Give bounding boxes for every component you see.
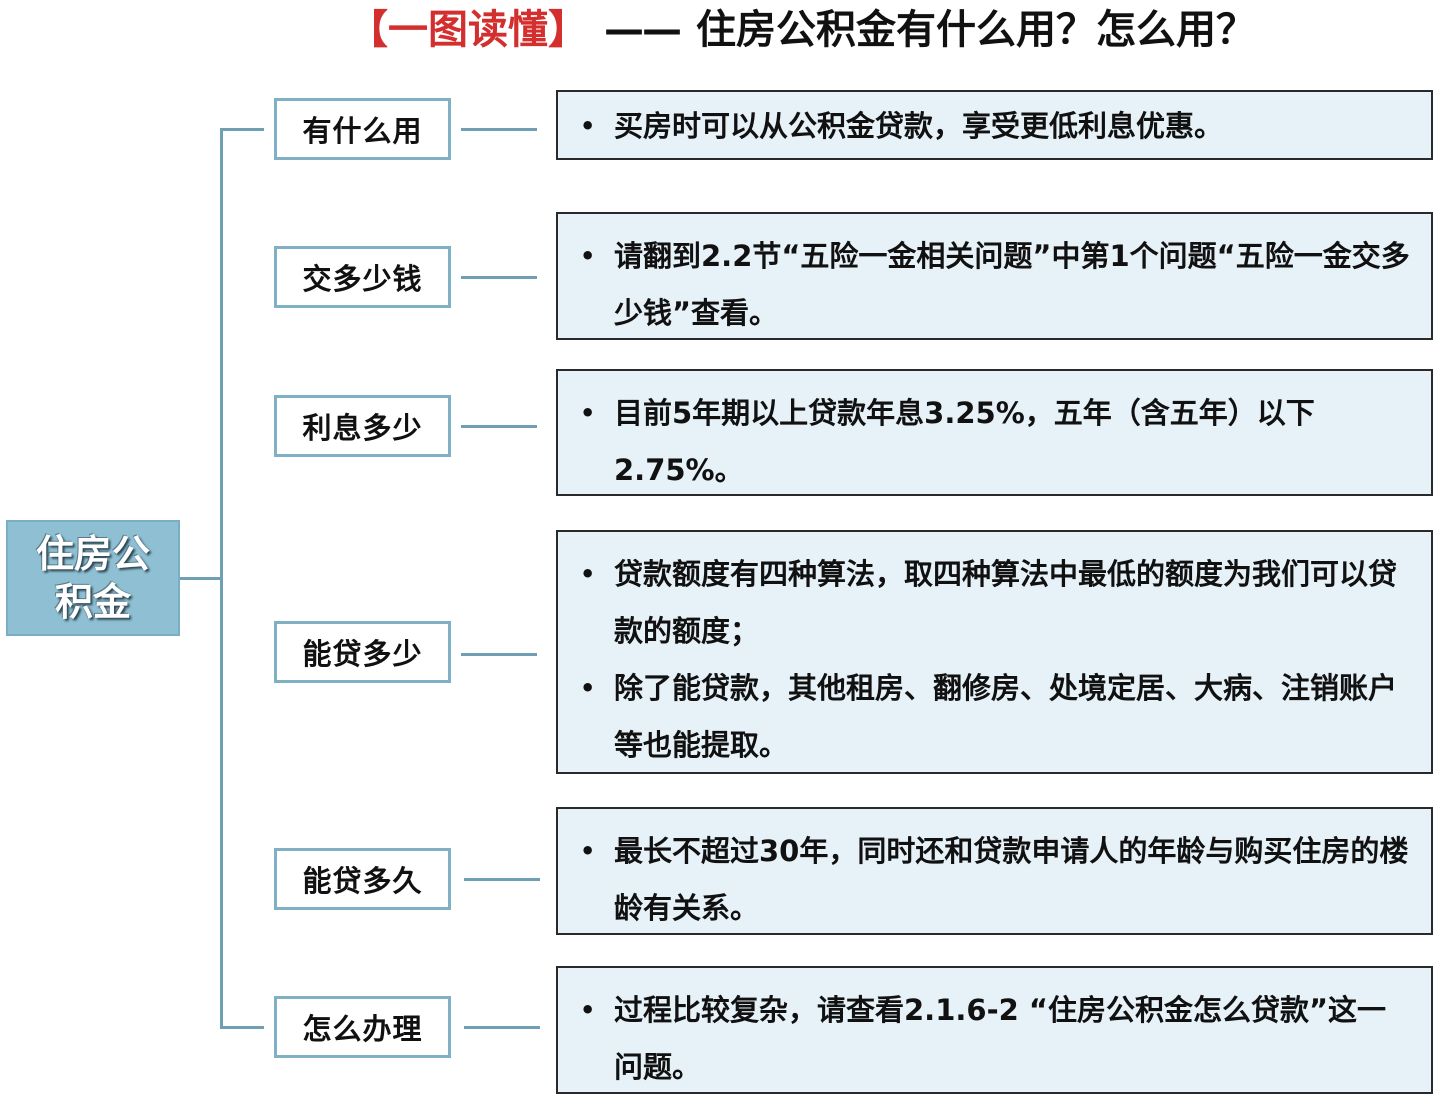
connector-trunk-branch-1 [220, 128, 264, 131]
leaf-box-loan-amount: •贷款额度有四种算法，取四种算法中最低的额度为我们可以贷款的额度； •除了能贷款… [556, 530, 1433, 774]
branch-label: 怎么办理 [302, 1012, 423, 1046]
leaf-box-procedure: •过程比较复杂，请查看2.1.6-2 “住房公积金怎么贷款”这一问题。 [556, 966, 1433, 1094]
leaf-box-usage: •买房时可以从公积金贷款，享受更低利息优惠。 [556, 90, 1433, 160]
branch-node-procedure: 怎么办理 [274, 996, 451, 1058]
connector-branch-leaf-3 [461, 425, 537, 428]
bullet-icon: • [580, 399, 596, 427]
leaf-box-loan-term: •最长不超过30年，同时还和贷款申请人的年龄与购买住房的楼龄有关系。 [556, 807, 1433, 935]
connector-branch-leaf-4 [461, 653, 537, 656]
branch-label: 能贷多久 [302, 864, 423, 898]
branch-label: 交多少钱 [302, 262, 423, 296]
leaf-item: •买房时可以从公积金贷款，享受更低利息优惠。 [578, 98, 1411, 155]
connector-trunk-branch-6 [220, 1026, 264, 1029]
branch-node-contribution: 交多少钱 [274, 246, 451, 308]
connector-branch-leaf-2 [461, 276, 537, 279]
bullet-icon: • [580, 242, 596, 270]
title-prefix: 【一图读懂】 [348, 7, 588, 53]
connector-branch-leaf-6 [464, 1026, 540, 1029]
branch-label: 利息多少 [302, 411, 423, 445]
bullet-icon: • [580, 837, 596, 865]
root-node: 住房公积金 [6, 520, 180, 636]
leaf-item: •除了能贷款，其他租房、翻修房、处境定居、大病、注销账户等也能提取。 [578, 660, 1411, 774]
root-label: 住房公积金 [35, 532, 150, 624]
branch-label: 有什么用 [302, 114, 423, 148]
branch-label: 能贷多少 [302, 637, 423, 671]
title-dash: —— [604, 7, 682, 53]
connector-root-to-trunk [180, 577, 222, 580]
bullet-icon: • [580, 674, 596, 702]
leaf-box-contribution: •请翻到2.2节“五险一金相关问题”中第1个问题“五险一金交多少钱”查看。 [556, 212, 1433, 340]
branch-node-loan-term: 能贷多久 [274, 848, 451, 910]
title-main: 住房公积金有什么用？怎么用？ [696, 7, 1256, 53]
bullet-icon: • [580, 560, 596, 588]
connector-trunk [220, 128, 223, 1028]
leaf-item: •过程比较复杂，请查看2.1.6-2 “住房公积金怎么贷款”这一问题。 [578, 982, 1411, 1096]
leaf-item: •请翻到2.2节“五险一金相关问题”中第1个问题“五险一金交多少钱”查看。 [578, 228, 1411, 342]
leaf-item: •目前5年期以上贷款年息3.25%，五年（含五年）以下2.75%。 [578, 385, 1411, 499]
leaf-item: •贷款额度有四种算法，取四种算法中最低的额度为我们可以贷款的额度； [578, 546, 1411, 660]
connector-branch-leaf-1 [461, 128, 537, 131]
leaf-box-interest: •目前5年期以上贷款年息3.25%，五年（含五年）以下2.75%。 [556, 369, 1433, 496]
branch-node-usage: 有什么用 [274, 98, 451, 160]
connector-branch-leaf-5 [464, 878, 540, 881]
leaf-item: •最长不超过30年，同时还和贷款申请人的年龄与购买住房的楼龄有关系。 [578, 823, 1411, 937]
bullet-icon: • [580, 996, 596, 1024]
branch-node-interest: 利息多少 [274, 395, 451, 457]
branch-node-loan-amount: 能贷多少 [274, 621, 451, 683]
bullet-icon: • [580, 112, 596, 140]
